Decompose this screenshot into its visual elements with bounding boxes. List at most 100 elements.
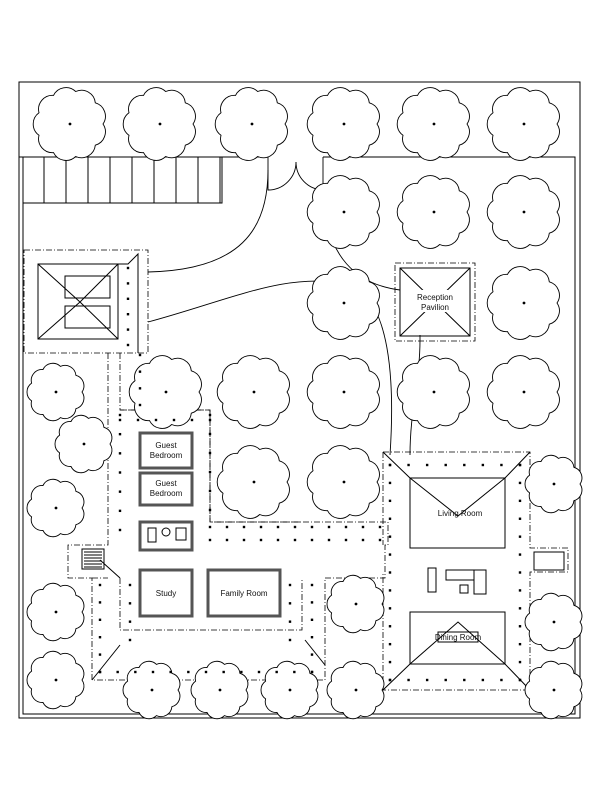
column-dot xyxy=(204,670,208,674)
tree-symbol xyxy=(306,266,380,340)
column-dot xyxy=(463,463,466,467)
tree-symbol xyxy=(128,355,202,429)
tree-symbol xyxy=(32,87,106,161)
column-dot xyxy=(288,638,292,642)
column-dot xyxy=(444,678,447,682)
column-dot xyxy=(310,525,314,529)
column-dot xyxy=(276,538,280,542)
tree-symbol xyxy=(54,414,113,474)
column-dot xyxy=(288,583,292,587)
column-dot xyxy=(126,313,130,316)
column-dot xyxy=(208,538,212,542)
column-dot xyxy=(187,670,190,674)
column-dot xyxy=(222,670,225,674)
column-dot xyxy=(98,601,102,604)
column-dot xyxy=(500,463,503,467)
tree-symbol xyxy=(396,87,470,161)
column-dot xyxy=(138,353,142,357)
dining-room-label: Dining Room xyxy=(435,633,482,642)
column-dot xyxy=(388,625,392,628)
column-dot xyxy=(190,418,194,422)
tree-symbol xyxy=(214,87,288,161)
column-dot xyxy=(361,538,365,542)
tree-symbol xyxy=(306,175,380,249)
column-dot xyxy=(128,602,132,605)
trees xyxy=(26,87,583,720)
column-dot xyxy=(138,370,142,373)
column-dot xyxy=(138,387,142,390)
column-dot xyxy=(463,678,466,682)
tree-symbol xyxy=(306,355,380,429)
column-dot xyxy=(138,403,142,407)
column-dot xyxy=(126,297,130,300)
column-dot xyxy=(116,670,119,674)
column-dot xyxy=(425,678,429,682)
column-dot xyxy=(126,266,130,270)
tree-symbol xyxy=(26,650,85,710)
column-dot xyxy=(128,620,132,623)
column-dot xyxy=(288,620,292,623)
tree-symbol xyxy=(326,660,385,720)
column-dot xyxy=(518,463,522,467)
tree-symbol xyxy=(26,362,85,422)
column-dot xyxy=(361,525,365,529)
column-dot xyxy=(225,538,229,542)
column-dot xyxy=(310,601,314,604)
tree-symbol xyxy=(486,355,560,429)
tree-symbol xyxy=(524,660,583,720)
family-room-label: Family Room xyxy=(220,589,267,598)
tree-symbol xyxy=(260,660,319,720)
column-dot xyxy=(98,618,102,621)
garage xyxy=(23,249,149,354)
column-dot xyxy=(444,463,447,467)
column-dot xyxy=(388,517,392,520)
column-dot xyxy=(518,571,522,574)
tree-symbol xyxy=(524,454,583,514)
column-dot xyxy=(118,413,122,417)
column-dot xyxy=(275,670,278,674)
column-dot xyxy=(98,636,102,639)
parking-slats xyxy=(22,156,223,204)
column-dot xyxy=(242,525,246,529)
tree-symbol xyxy=(524,592,583,652)
column-dot xyxy=(518,678,522,682)
column-dot xyxy=(118,452,122,455)
column-dot xyxy=(518,499,522,503)
column-dot xyxy=(518,481,522,485)
column-dot xyxy=(128,638,132,642)
column-dot xyxy=(172,418,176,422)
column-dot xyxy=(378,525,382,529)
column-dot xyxy=(169,670,172,674)
columns xyxy=(98,266,522,682)
column-dot xyxy=(388,571,392,574)
tree-symbol xyxy=(486,175,560,249)
column-dot xyxy=(208,451,212,455)
column-dot xyxy=(518,660,522,664)
living-room-label: Living Room xyxy=(438,509,483,518)
column-dot xyxy=(208,418,212,422)
study: Study xyxy=(138,568,194,618)
tree-symbol xyxy=(486,87,560,161)
column-dot xyxy=(388,678,392,682)
column-dot xyxy=(98,670,102,674)
column-dot xyxy=(518,553,522,556)
tree-symbol xyxy=(190,660,249,720)
column-dot xyxy=(293,538,297,542)
column-dot xyxy=(518,642,522,646)
tree-symbol xyxy=(326,574,385,634)
column-dot xyxy=(118,432,122,436)
column-dot xyxy=(310,583,314,587)
column-dot xyxy=(407,678,410,682)
tree-symbol xyxy=(306,445,380,519)
column-dot xyxy=(126,328,130,331)
column-dot xyxy=(242,538,246,542)
column-dot xyxy=(98,653,102,656)
column-dot xyxy=(388,642,392,646)
column-dot xyxy=(327,538,331,542)
column-dot xyxy=(388,463,392,467)
column-dot xyxy=(259,525,263,529)
